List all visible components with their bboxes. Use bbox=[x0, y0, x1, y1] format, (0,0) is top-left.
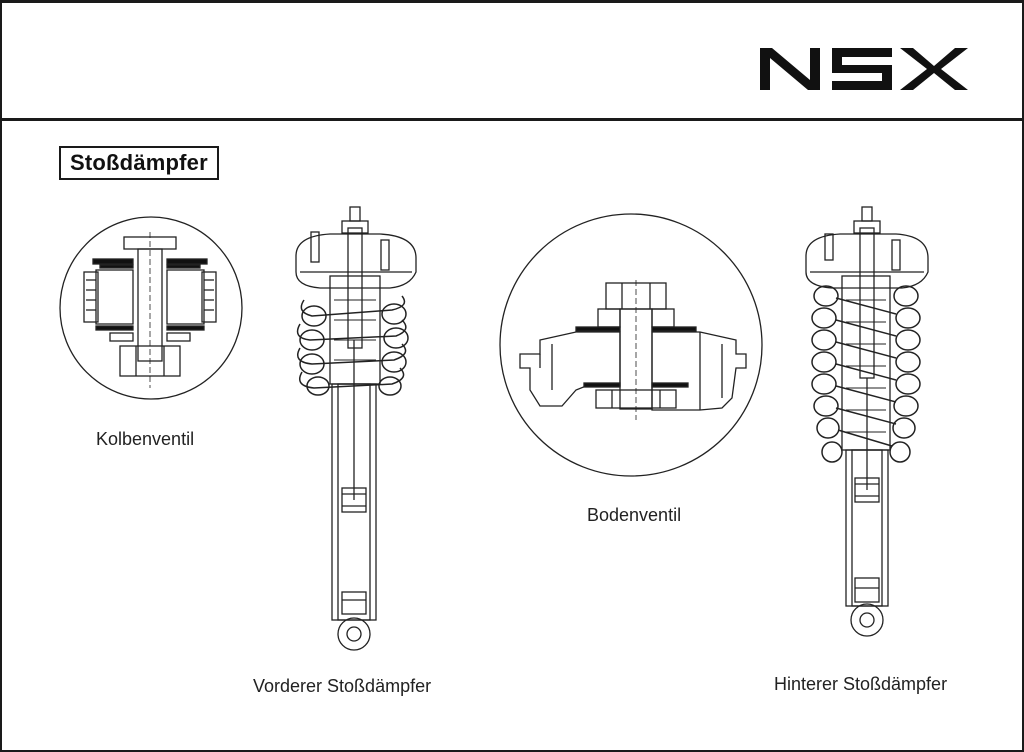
rear-damper bbox=[805, 206, 929, 637]
header-rule bbox=[0, 118, 1024, 121]
caption-rear-damper: Hinterer Stoßdämpfer bbox=[774, 674, 948, 694]
caption-front-damper: Vorderer Stoßdämpfer bbox=[253, 676, 432, 696]
nsx-logo bbox=[760, 48, 968, 90]
caption-base-valve: Bodenventil bbox=[587, 505, 682, 525]
piston-valve-detail bbox=[59, 216, 243, 400]
base-valve-detail bbox=[499, 213, 763, 477]
section-title-text: Stoßdämpfer bbox=[70, 150, 208, 175]
caption-piston-valve: Kolbenventil bbox=[96, 429, 195, 449]
section-title: Stoßdämpfer bbox=[59, 146, 219, 180]
front-damper bbox=[295, 206, 417, 651]
